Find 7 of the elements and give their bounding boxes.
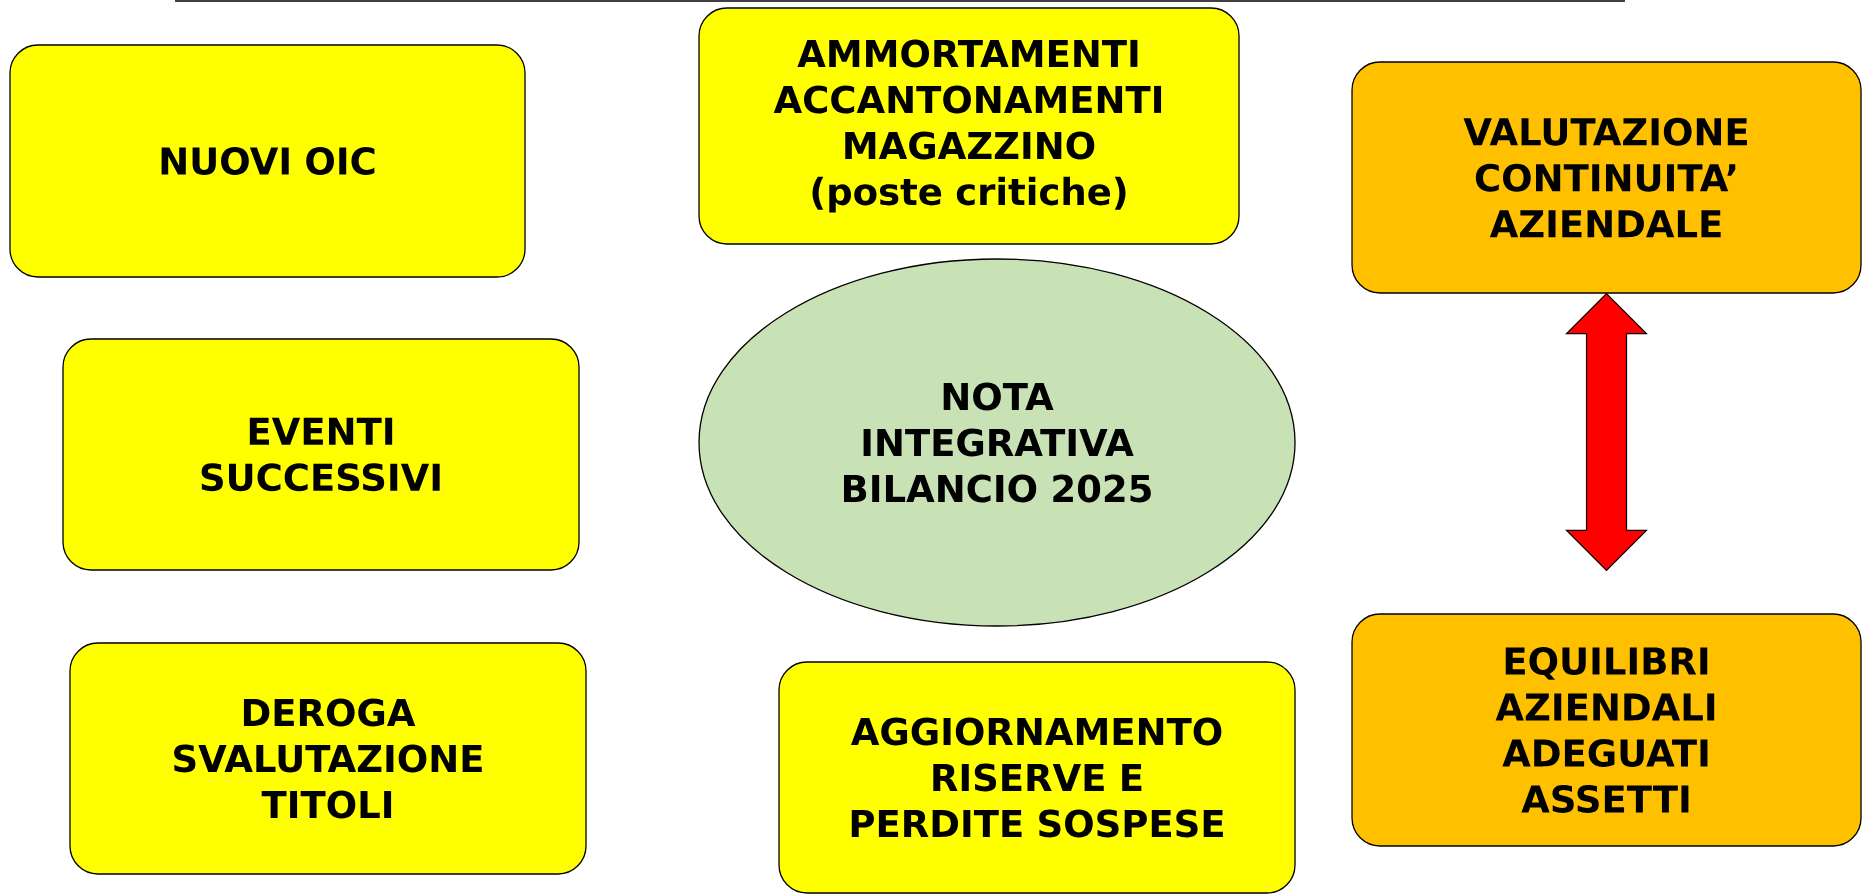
topic-box: NUOVI OIC [9,44,526,278]
topic-box: VALUTAZIONE CONTINUITA’ AZIENDALE [1351,61,1862,294]
topic-box: DEROGA SVALUTAZIONE TITOLI [69,642,587,875]
topic-box: AGGIORNAMENTO RISERVE E PERDITE SOSPESE [778,661,1296,894]
topic-box: EVENTI SUCCESSIVI [62,338,580,571]
topic-box: EQUILIBRI AZIENDALI ADEGUATI ASSETTI [1351,613,1862,847]
topic-box: AMMORTAMENTI ACCANTONAMENTI MAGAZZINO (poste critiche) [698,7,1240,245]
